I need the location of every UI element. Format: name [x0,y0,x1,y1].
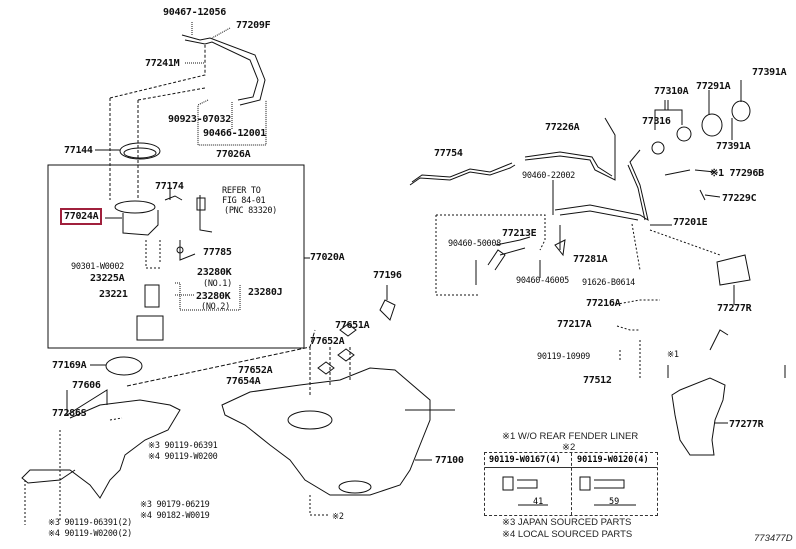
part-label[interactable]: 90460-46005 [516,276,569,286]
gasket [105,356,143,376]
part-label[interactable]: 90923-07032 [168,114,231,125]
part-label[interactable]: ※4 90182-W0019 [140,511,210,521]
part-label[interactable]: 77277R [729,419,764,430]
fuel-tank-protector [21,399,181,499]
part-label[interactable]: ※3 90119-06391 [148,441,218,451]
part-label[interactable]: 90460-50008 [448,239,501,249]
filler-pipe [554,149,649,222]
part-label[interactable]: 91626-B0614 [582,278,635,288]
part-label[interactable]: 77391A [752,67,787,78]
part-note: ※2 [332,512,344,522]
part-label[interactable]: 90460-22002 [522,171,575,181]
part-note: (NO.1) [203,279,232,289]
part-label[interactable]: 77785 [203,247,232,258]
part-note: (NO.2) [201,302,230,312]
part-label[interactable]: ※4 90119-W0200(2) [48,529,132,539]
part-label[interactable]: 90467-12056 [163,7,226,18]
part-label[interactable]: 77020A [310,252,345,263]
gasket-77291A [701,113,723,137]
fuel-tank [221,367,431,496]
fuel-pump [144,284,160,308]
part-label[interactable]: 77217A [557,319,592,330]
part-label[interactable]: 23280K [196,291,231,302]
part-label[interactable]: 77100 [435,455,464,466]
refer-note[interactable]: FIG 84-01 [222,196,266,206]
note-fender-liner: ※1 W/O REAR FENDER LINER [502,431,639,442]
refer-note: (PNC 83320) [224,206,277,216]
fuel-tube-77754 [409,162,516,186]
bolt-col-1: 90119-W0167(4) [489,455,561,465]
filter [136,315,164,341]
diagram-id: 773477D [754,533,793,544]
note-japan-sourced: ※3 JAPAN SOURCED PARTS [502,517,632,528]
part-label[interactable]: 77229C [722,193,757,204]
part-label[interactable]: 23280J [248,287,283,298]
bolt-dim-2: 59 [609,497,620,507]
part-label[interactable]: ※1 77296B [710,168,764,179]
part-label[interactable]: 77174 [155,181,184,192]
inlet-box [716,254,751,286]
fuel-pump-top [114,200,156,214]
part-label[interactable]: 90301-W0002 [71,262,124,272]
part-label[interactable]: 77652A [310,336,345,347]
fender-liner [671,377,726,456]
breather-tube [524,117,616,181]
part-label[interactable]: 77391A [716,141,751,152]
part-label[interactable]: 23221 [99,289,128,300]
part-label[interactable]: 23280K [197,267,232,278]
lock-ring [119,142,161,160]
part-label[interactable]: 77754 [434,148,463,159]
bolt-col-2: 90119-W0120(4) [577,455,649,465]
note-x2: ※2 [562,442,576,453]
part-label[interactable]: 90466-12001 [203,128,266,139]
part-label[interactable]: 77277R [717,303,752,314]
part-label[interactable]: 77310A [654,86,689,97]
part-label[interactable]: 23225A [90,273,125,284]
part-label[interactable]: 77241M [145,58,180,69]
part-label[interactable]: 90119-10909 [537,352,590,362]
part-label[interactable]: 77286S [52,408,87,419]
part-label[interactable]: 77316 [642,116,671,127]
note-local-sourced: ※4 LOCAL SOURCED PARTS [502,529,633,540]
part-label[interactable]: ※3 90119-06391(2) [48,518,132,528]
part-label[interactable]: ※3 90179-06219 [140,500,210,510]
part-label[interactable]: 77201E [673,217,708,228]
part-label[interactable]: 77026A [216,149,251,160]
part-label[interactable]: 77281A [573,254,608,265]
ring-77391A [731,100,751,122]
part-label[interactable]: 77216A [586,298,621,309]
bolt-dim-1: 41 [533,497,544,507]
bolt-spec-table: 90119-W0167(4) 90119-W0120(4) 41 59 [484,452,658,516]
part-label[interactable]: 77169A [52,360,87,371]
part-label[interactable]: 77291A [696,81,731,92]
part-label[interactable]: 77512 [583,375,612,386]
part-label[interactable]: 77651A [335,320,370,331]
part-note: ※1 [667,350,679,360]
part-label[interactable]: 77144 [64,145,93,156]
part-label[interactable]: 77196 [373,270,402,281]
fuel-pump-assembly-box [47,164,305,349]
part-label[interactable]: 77652A [238,365,273,376]
part-label[interactable]: 77654A [226,376,261,387]
part-label[interactable]: 77226A [545,122,580,133]
part-label[interactable]: ※4 90119-W0200 [148,452,218,462]
part-label-highlighted[interactable]: 77024A [60,208,103,225]
part-label[interactable]: 77213E [502,228,537,239]
refer-note: REFER TO [222,186,261,196]
part-label[interactable]: 77209F [236,20,271,31]
part-label[interactable]: 77606 [72,380,101,391]
vent-tube [181,34,266,106]
